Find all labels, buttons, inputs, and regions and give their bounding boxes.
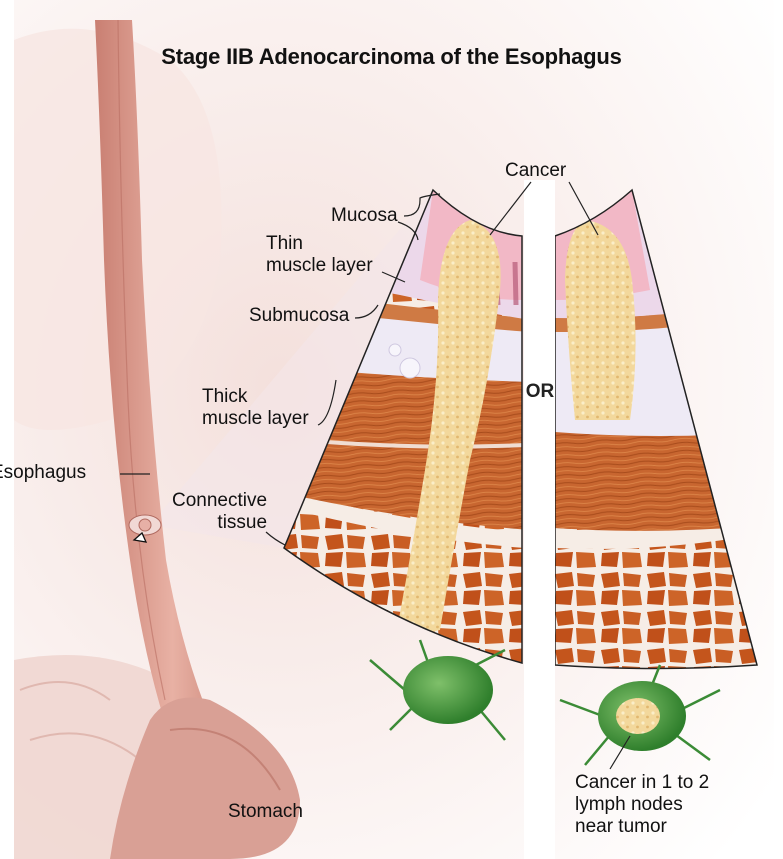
label-thick-muscle-layer-line1: Thick xyxy=(202,386,309,408)
page-title: Stage IIB Adenocarcinoma of the Esophagu… xyxy=(0,44,783,70)
label-connective-tissue-line2: tissue xyxy=(172,512,267,534)
label-lymph-nodes-line3: near tumor xyxy=(575,816,709,838)
label-connective-tissue: Connective tissue xyxy=(172,490,267,534)
label-mucosa: Mucosa xyxy=(331,205,398,227)
label-connective-tissue-line1: Connective xyxy=(172,490,267,512)
label-thick-muscle-layer-line2: muscle layer xyxy=(202,408,309,430)
label-or: OR xyxy=(524,381,556,403)
label-thin-muscle-layer-line2: muscle layer xyxy=(266,255,373,277)
label-esophagus: Esophagus xyxy=(0,462,117,484)
label-lymph-nodes-line1: Cancer in 1 to 2 xyxy=(575,772,709,794)
label-thick-muscle-layer: Thick muscle layer xyxy=(202,386,309,430)
label-lymph-nodes: Cancer in 1 to 2 lymph nodes near tumor xyxy=(575,772,709,838)
label-stomach: Stomach xyxy=(228,801,303,823)
label-lymph-nodes-line2: lymph nodes xyxy=(575,794,709,816)
label-thin-muscle-layer: Thin muscle layer xyxy=(266,233,373,277)
label-cancer: Cancer xyxy=(505,160,566,182)
label-thin-muscle-layer-line1: Thin xyxy=(266,233,373,255)
label-submucosa: Submucosa xyxy=(249,305,349,327)
